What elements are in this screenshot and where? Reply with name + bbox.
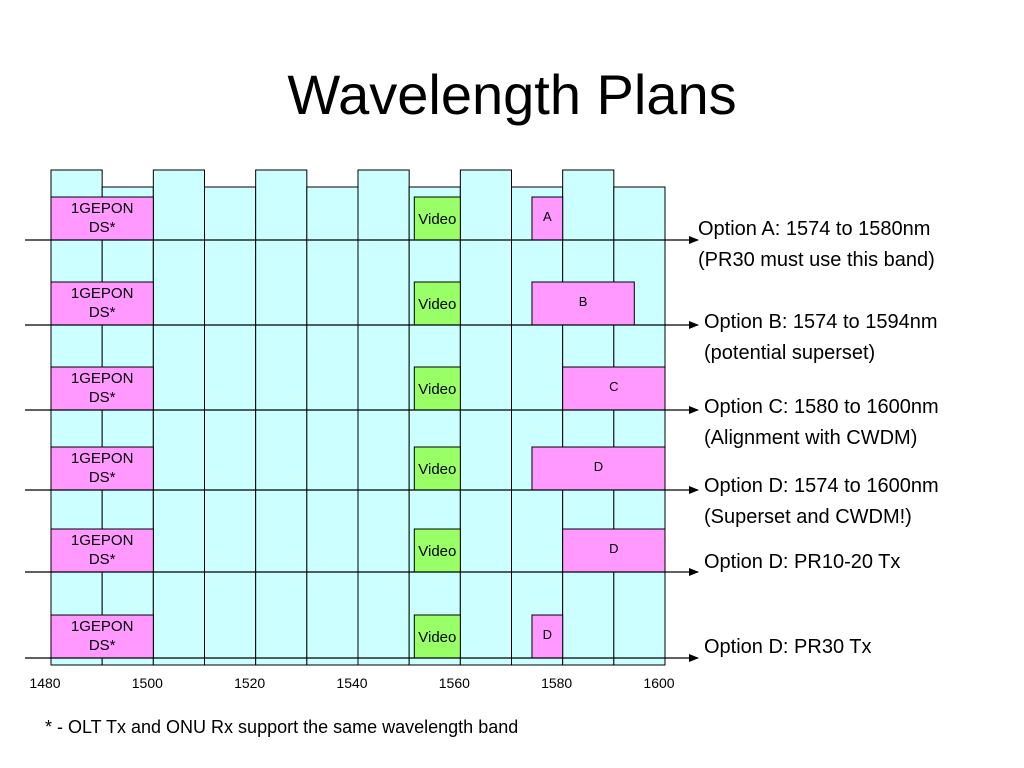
gepon-ds-box <box>50 528 154 573</box>
axis-tick-label: 1480 <box>29 675 60 691</box>
video-box <box>413 614 461 659</box>
option-description: Option A: 1574 to 1580nm <box>698 218 930 240</box>
axis-tick-label: 1500 <box>132 675 163 691</box>
gepon-ds-label: DS* <box>89 219 116 236</box>
option-description: (PR30 must use this band) <box>698 249 935 271</box>
channel-column <box>101 186 154 666</box>
option-description: Option D: 1574 to 1600nm <box>704 475 939 497</box>
option-row: 1GEPON DS* Video D Option D: PR10-20 Tx <box>25 528 900 576</box>
channel-column <box>255 169 308 666</box>
slide-title: Wavelength Plans <box>287 63 737 126</box>
option-band-box <box>531 446 666 491</box>
axis-tick-label: 1580 <box>541 675 572 691</box>
option-band-box <box>562 366 666 411</box>
footnote: * - OLT Tx and ONU Rx support the same w… <box>45 717 518 737</box>
channel-column <box>562 169 615 666</box>
option-band-box <box>562 528 666 573</box>
video-label: Video <box>418 461 456 478</box>
option-description: (Alignment with CWDM) <box>704 427 917 449</box>
option-band-label: D <box>609 541 618 556</box>
gepon-ds-box <box>50 196 154 241</box>
option-row: 1GEPON DS* Video D Option D: 1574 to 1600nm (… <box>25 446 939 528</box>
channel-column <box>357 169 410 666</box>
video-box <box>413 446 461 491</box>
option-band-label: A <box>543 209 552 224</box>
option-description: Option D: PR30 Tx <box>704 636 871 658</box>
wavelength-axis: 1480 1500 1520 1540 1560 1580 1600 <box>29 675 674 691</box>
video-label: Video <box>418 211 456 228</box>
gepon-ds-label: 1GEPON <box>71 370 134 387</box>
gepon-ds-label: 1GEPON <box>71 532 134 549</box>
channel-column <box>204 186 257 666</box>
gepon-ds-label: DS* <box>89 637 116 654</box>
gepon-ds-label: DS* <box>89 469 116 486</box>
gepon-ds-box <box>50 281 154 326</box>
axis-tick-label: 1600 <box>643 675 674 691</box>
option-description: (potential superset) <box>704 342 875 364</box>
option-band-box <box>531 281 635 326</box>
channel-column <box>511 186 564 666</box>
option-row: 1GEPON DS* Video B Option B: 1574 to 1594nm (… <box>25 281 938 364</box>
option-description: Option D: PR10-20 Tx <box>704 551 900 573</box>
axis-tick-label: 1560 <box>439 675 470 691</box>
option-rows: 1GEPON DS* Video A Option A: 1574 to 1580nm (… <box>25 196 939 662</box>
gepon-ds-label: DS* <box>89 389 116 406</box>
gepon-ds-box <box>50 366 154 411</box>
option-row: 1GEPON DS* Video A Option A: 1574 to 1580nm (… <box>25 196 935 271</box>
channel-column <box>459 169 513 666</box>
gepon-ds-label: 1GEPON <box>71 618 134 635</box>
option-band-label: D <box>594 459 603 474</box>
channel-column <box>152 169 205 666</box>
option-row: 1GEPON DS* Video C Option C: 1580 to 1600nm (… <box>25 366 939 449</box>
option-row: 1GEPON DS* Video D Option D: PR30 Tx <box>25 614 871 662</box>
gepon-ds-label: DS* <box>89 551 116 568</box>
axis-tick-label: 1520 <box>234 675 265 691</box>
video-label: Video <box>418 543 456 560</box>
channel-column <box>613 186 666 666</box>
video-label: Video <box>418 381 456 398</box>
video-box <box>413 196 461 241</box>
option-band-box <box>531 196 564 241</box>
video-box <box>413 528 461 573</box>
gepon-ds-label: 1GEPON <box>71 285 134 302</box>
option-description: Option C: 1580 to 1600nm <box>704 396 939 418</box>
option-description: Option B: 1574 to 1594nm <box>704 311 938 333</box>
video-label: Video <box>418 629 456 646</box>
option-band-label: C <box>609 379 618 394</box>
axis-tick-label: 1540 <box>336 675 367 691</box>
channel-column <box>50 169 103 666</box>
option-band-label: D <box>543 627 552 642</box>
gepon-ds-label: 1GEPON <box>71 450 134 467</box>
gepon-ds-box <box>50 614 154 659</box>
gepon-ds-label: DS* <box>89 304 116 321</box>
wavelength-channels <box>50 169 666 666</box>
channel-column <box>408 186 461 666</box>
option-band-label: B <box>579 294 588 309</box>
gepon-ds-label: 1GEPON <box>71 200 134 217</box>
video-box <box>413 281 461 326</box>
channel-column <box>306 186 359 666</box>
video-label: Video <box>418 296 456 313</box>
option-description: (Superset and CWDM!) <box>704 506 912 528</box>
gepon-ds-box <box>50 446 154 491</box>
